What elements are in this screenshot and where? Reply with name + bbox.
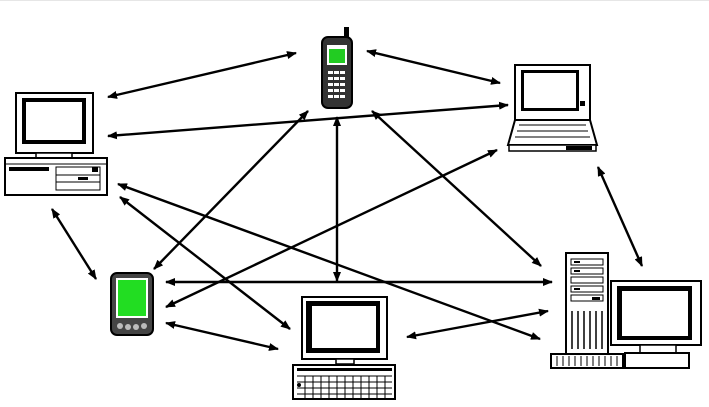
cell-phone-icon bbox=[321, 27, 353, 109]
connection-arrow-desktop-pc-laptop bbox=[107, 101, 509, 140]
connection-arrow-cell-phone-laptop bbox=[366, 49, 501, 85]
connection-arrow-pda-mac bbox=[165, 321, 279, 351]
laptop-icon bbox=[506, 64, 599, 152]
connection-arrow-mac-server bbox=[406, 308, 549, 340]
connection-arrow-laptop-pda bbox=[165, 148, 498, 309]
mac-computer-icon bbox=[292, 296, 396, 400]
tower-server-icon bbox=[550, 252, 702, 369]
connection-arrow-laptop-server bbox=[596, 166, 644, 267]
pda-icon bbox=[110, 272, 154, 336]
connection-links bbox=[50, 49, 644, 351]
desktop-computer-icon bbox=[4, 92, 108, 196]
connection-arrow-desktop-pc-cell-phone bbox=[107, 51, 297, 99]
connection-arrow-desktop-pc-pda bbox=[50, 208, 98, 280]
